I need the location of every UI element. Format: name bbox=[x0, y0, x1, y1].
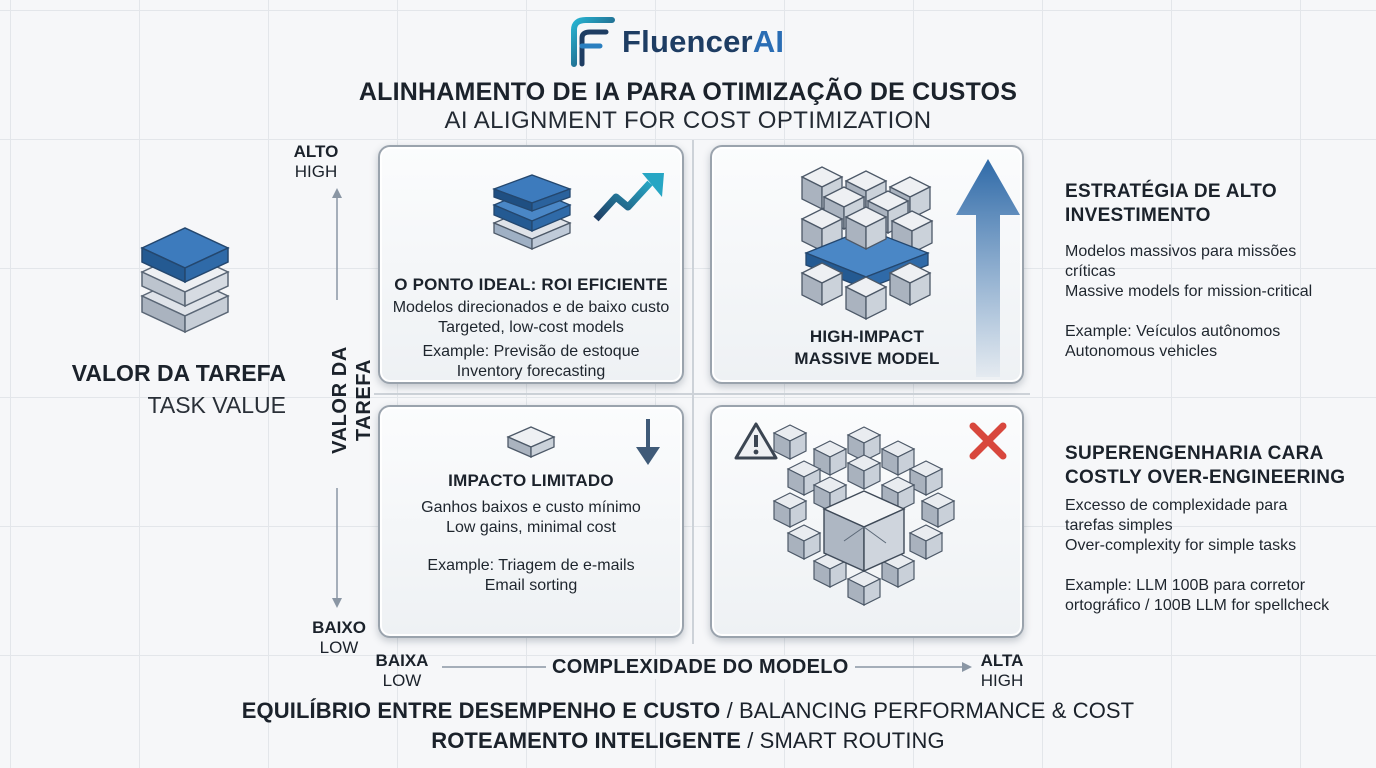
quadrant-sweet-spot: O PONTO IDEAL: ROI EFICIENTE Modelos dir… bbox=[378, 145, 684, 384]
x-axis-title: COMPLEXIDADE DO MODELO bbox=[546, 656, 855, 679]
brand-name: FluencerAI bbox=[622, 24, 785, 59]
sweet-spot-example-en: Inventory forecasting bbox=[456, 363, 606, 380]
sweet-spot-desc-en: Targeted, low-cost models bbox=[438, 319, 624, 336]
complex-cube-cluster-icon bbox=[772, 424, 955, 606]
quadrant-over-engineering bbox=[710, 405, 1024, 638]
quadrant-limited-impact: IMPACTO LIMITADO Ganhos baixos e custo m… bbox=[378, 405, 684, 638]
page-title: ALINHAMENTO DE IA PARA OTIMIZAÇÃO DE CUS… bbox=[358, 78, 1018, 106]
over-engineering-example-1: Example: LLM 100B para corretor bbox=[1065, 577, 1306, 594]
high-investment-title-line2: INVESTIMENTO bbox=[1065, 205, 1211, 226]
y-axis-arrow-icon bbox=[332, 188, 342, 608]
limited-impact-example-pt: Example: Triagem de e-mails bbox=[427, 557, 635, 574]
quadrant-high-impact: HIGH-IMPACT MASSIVE MODEL bbox=[710, 145, 1024, 384]
high-investment-example-pt: Example: Veículos autônomos bbox=[1065, 323, 1281, 340]
trend-up-arrow-icon bbox=[593, 173, 664, 222]
high-impact-title-line1: HIGH-IMPACT bbox=[809, 327, 925, 346]
limited-impact-desc-pt: Ganhos baixos e custo mínimo bbox=[421, 499, 641, 516]
over-engineering-example-2: ortográfico / 100B LLM for spellcheck bbox=[1065, 597, 1330, 614]
page-subtitle: AI ALIGNMENT FOR COST OPTIMIZATION bbox=[444, 107, 932, 134]
down-arrow-icon bbox=[636, 419, 660, 465]
over-engineering-title-line1: SUPERENGENHARIA CARA bbox=[1065, 443, 1324, 464]
high-investment-example-en: Autonomous vehicles bbox=[1065, 343, 1218, 360]
over-engineering-title-line2: COSTLY OVER-ENGINEERING bbox=[1065, 467, 1346, 488]
high-investment-strategy: ESTRATÉGIA DE ALTO INVESTIMENTO Modelos … bbox=[1065, 180, 1365, 362]
warning-icon bbox=[734, 422, 778, 460]
stacked-layers-icon bbox=[492, 174, 572, 250]
brand-logo: FluencerAI bbox=[566, 14, 784, 70]
sweet-spot-title: O PONTO IDEAL: ROI EFICIENTE bbox=[394, 275, 668, 294]
over-engineering-text-1: Excesso de complexidade para bbox=[1065, 497, 1288, 514]
big-up-arrow-icon bbox=[956, 159, 1020, 377]
over-engineering-text-3: Over-complexity for simple tasks bbox=[1065, 537, 1297, 554]
high-investment-text-3: Massive models for mission-critical bbox=[1065, 283, 1313, 300]
limited-impact-desc-en: Low gains, minimal cost bbox=[446, 519, 616, 536]
high-investment-text-2: críticas bbox=[1065, 263, 1116, 280]
over-engineering-text-2: tarefas simples bbox=[1065, 517, 1173, 534]
limited-impact-example-en: Email sorting bbox=[484, 577, 578, 594]
stacked-layers-icon bbox=[140, 227, 230, 334]
over-engineering-note: SUPERENGENHARIA CARA COSTLY OVER-ENGINEE… bbox=[1065, 442, 1370, 616]
fluencer-logo-icon bbox=[571, 17, 615, 67]
sweet-spot-desc-pt: Modelos direcionados e de baixo custo bbox=[392, 299, 670, 316]
sweet-spot-example-pt: Example: Previsão de estoque bbox=[422, 343, 640, 360]
small-block-icon bbox=[506, 426, 556, 458]
y-axis-title: VALOR DA TAREFA bbox=[329, 346, 375, 454]
limited-impact-title: IMPACTO LIMITADO bbox=[448, 471, 614, 490]
vertical-divider bbox=[692, 140, 694, 644]
task-value-label-en: TASK VALUE bbox=[147, 392, 286, 418]
red-x-icon bbox=[969, 422, 1007, 460]
footer-line-1: EQUILÍBRIO ENTRE DESEMPENHO E CUSTO / BA… bbox=[241, 698, 1135, 723]
task-value-label-pt: VALOR DA TAREFA bbox=[71, 360, 286, 386]
horizontal-divider bbox=[374, 393, 1030, 395]
high-investment-text-1: Modelos massivos para missões bbox=[1065, 243, 1297, 260]
footer-line-2: ROTEAMENTO INTELIGENTE / SMART ROUTING bbox=[431, 728, 945, 753]
high-investment-title-line1: ESTRATÉGIA DE ALTO bbox=[1065, 181, 1277, 202]
cube-cluster-icon bbox=[800, 166, 933, 320]
high-impact-title-line2: MASSIVE MODEL bbox=[794, 349, 940, 368]
